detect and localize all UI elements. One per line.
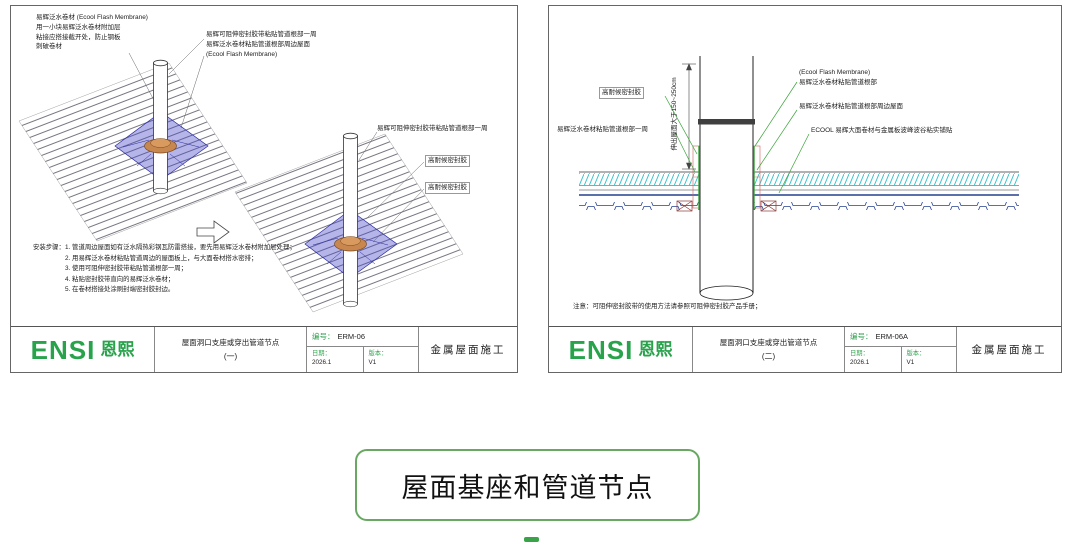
title-cell: 屋面洞口支座或穿出管道节点 (二)	[693, 327, 845, 372]
version-cell: 版本： V1	[900, 347, 957, 372]
green-marker	[524, 537, 539, 542]
steps-title: 安装步骤：	[33, 244, 65, 251]
annotation-line: 刺破卷材	[36, 43, 62, 51]
drawing-title: 屋面洞口支座或穿出管道节点	[181, 338, 280, 347]
logo-text-en: ENSI	[30, 334, 96, 365]
annotation-tape-membrane: 易辉可阻伸密封胶带粘贴管道根部一周 易辉泛水卷材粘贴管道根部周边屋面 (Ecoo…	[206, 30, 356, 59]
number-label: 编号：	[850, 332, 873, 341]
step-line: 4. 粘贴密封胶带直向的易辉泛水卷材；	[64, 275, 175, 283]
info-cell: 编号： ERM-06 日期： 2026.1 版本： V1	[307, 327, 419, 372]
drawing-sheet-2: 伸出屋面大于150~250cm 高耐候密封胶 易辉泛水卷材粘贴管道根部一周 (E…	[548, 5, 1062, 373]
annotation-sealant-1: 高耐候密封胶	[425, 155, 470, 167]
sealant-collar-2-inner	[340, 236, 361, 246]
steps-list: 1. 管道周边屋面如有泛水隔热彩钢瓦防雷搭接，要先用易辉泛水卷材附加层处理； 2…	[65, 243, 383, 296]
version-cell: 版本： V1	[362, 347, 419, 372]
number-value: ERM-06	[337, 332, 366, 341]
step-line: 3. 使用可阻伸密封胶带粘贴管道根部一周；	[64, 265, 188, 273]
direction-arrow	[196, 220, 230, 244]
step-line: 2. 用易辉泛水卷材粘贴管道周边的屋面板上，与大面卷材搭水密排；	[64, 254, 258, 262]
annotation-sealant-2: 高耐候密封胶	[425, 182, 470, 194]
title-block-2: ENSI 恩熙 屋面洞口支座或穿出管道节点 (二) 编号： ERM-06A 日期…	[549, 326, 1061, 372]
corrugated-panel-1	[18, 62, 248, 242]
ensi-logo: ENSI 恩熙	[549, 327, 693, 372]
isometric-roof-drawing	[18, 38, 464, 313]
annotation-line: 粘接应搭接截开处，防止钢板	[36, 33, 121, 41]
step-line: 1. 管道周边屋面如有泛水隔热彩钢瓦防雷搭接，要先用易辉泛水卷材附加层处理；	[64, 244, 296, 251]
logo-text-cn: 恩熙	[100, 340, 135, 359]
annotation-line: 易辉可阻伸密封胶带粘贴管道根部一周	[206, 31, 317, 38]
date-cell: 日期： 2026.1	[845, 347, 901, 372]
annotation-line: 易辉泛水卷材 (Ecool Flash Membrane)	[36, 14, 148, 21]
annotation-line: 易辉泛水卷材粘贴管道根部周边屋面	[206, 40, 310, 48]
annotation-ecool-membrane: ECOOL 易辉大面卷材与金属板波峰波谷粘实铺贴	[811, 127, 953, 134]
annotation-line: (Ecool Flash Membrane)	[799, 69, 871, 76]
number-row: 编号： ERM-06	[307, 327, 418, 347]
membrane-wrap	[698, 146, 755, 210]
annotation-note: 注意：可阻伸密封胶带的使用方法请参照可阻伸密封胶产品手册；	[573, 303, 762, 310]
date-cell: 日期： 2026.1	[307, 347, 363, 372]
logo-text-cn: 恩熙	[638, 340, 673, 359]
annotation-membrane-right: (Ecool Flash Membrane) 易辉泛水卷材粘贴管道根部	[799, 68, 969, 88]
drawing-title: 屋面洞口支座或穿出管道节点	[719, 338, 818, 347]
fastener-brackets	[676, 200, 777, 212]
annotation-membrane-left: 易辉泛水卷材粘贴管道根部一周	[557, 126, 648, 133]
version-label: 版本：	[368, 350, 388, 357]
number-value: ERM-06A	[875, 332, 909, 341]
step-line: 5. 在卷材搭接处涂刷封端密封胶封边。	[64, 286, 175, 294]
installation-steps: 安装步骤： 1. 管道周边屋面如有泛水隔热彩钢瓦防雷搭接，要先用易辉泛水卷材附加…	[33, 243, 383, 296]
info-cell: 编号： ERM-06A 日期： 2026.1 版本： V1	[845, 327, 957, 372]
date-label: 日期：	[850, 350, 869, 357]
annotation-line: (Ecool Flash Membrane)	[206, 50, 278, 58]
pipe-2	[343, 132, 358, 308]
ensi-logo: ENSI 恩熙	[11, 327, 155, 372]
version-label: 版本：	[906, 350, 926, 357]
annotation-line: 用一小块易辉泛水卷材附加层	[36, 23, 121, 31]
roof-section-left	[579, 171, 700, 210]
sealant-collar-1-inner	[150, 138, 171, 148]
annotation-membrane-patch: 易辉泛水卷材 (Ecool Flash Membrane) 用一小块易辉泛水卷材…	[36, 13, 211, 52]
leader-lines-green	[664, 81, 810, 194]
date-label: 日期：	[312, 350, 331, 357]
pipe-clamp-band	[698, 119, 755, 125]
drawing-sheet-number: (一)	[223, 352, 238, 361]
date-value: 2026.1	[312, 359, 332, 367]
caption-text: 屋面基座和管道节点	[401, 472, 654, 503]
category-label: 金属屋面施工	[430, 345, 506, 356]
title-cell: 屋面洞口支座或穿出管道节点 (一)	[155, 327, 307, 372]
category-label: 金属屋面施工	[971, 345, 1047, 356]
pipe-section	[699, 56, 754, 301]
roof-section-right	[753, 171, 1019, 210]
logo-text-en: ENSI	[568, 334, 634, 365]
annotation-sealant: 高耐候密封胶	[599, 87, 644, 99]
date-value: 2026.1	[850, 359, 870, 367]
section-roof-drawing	[579, 56, 1019, 301]
number-row: 编号： ERM-06A	[845, 327, 956, 347]
title-block-1: ENSI 恩熙 屋面洞口支座或穿出管道节点 (一) 编号： ERM-06 日期：…	[11, 326, 517, 372]
annotation-membrane-base: 易辉泛水卷材粘贴管道根部周边屋面	[799, 103, 903, 110]
annotation-dimension: 伸出屋面大于150~250cm	[671, 77, 679, 151]
version-value: V1	[368, 359, 377, 367]
pipe-1	[153, 59, 168, 195]
dimension-line	[682, 63, 696, 170]
caption-box: 屋面基座和管道节点	[355, 449, 700, 521]
drawing-sheet-1: 易辉泛水卷材 (Ecool Flash Membrane) 用一小块易辉泛水卷材…	[10, 5, 518, 373]
number-label: 编号：	[312, 332, 335, 341]
annotation-stretch-tape: 易辉可阻伸密封胶带粘贴管道根部一周	[377, 125, 488, 132]
drawing-sheet-number: (二)	[761, 352, 776, 361]
annotation-line: 易辉泛水卷材粘贴管道根部	[799, 78, 877, 86]
date-version-row: 日期： 2026.1 版本： V1	[307, 347, 418, 372]
version-value: V1	[906, 359, 915, 367]
date-version-row: 日期： 2026.1 版本： V1	[845, 347, 956, 372]
